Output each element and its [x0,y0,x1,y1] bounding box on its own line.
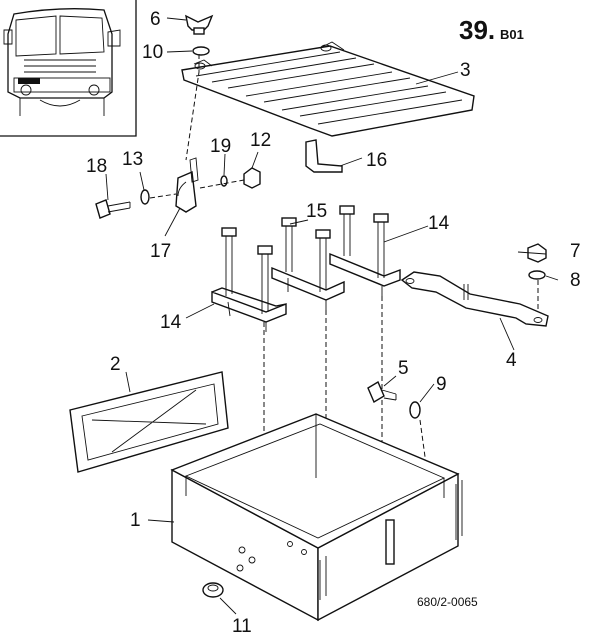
part-14-clamp-bar-front [211,227,287,332]
part-12-nut [243,167,261,189]
callout-6: 6 [150,9,161,30]
part-14-clamp-bar-rear [329,205,401,296]
callout-14-front: 14 [160,312,182,333]
battery-box-highlight [18,78,40,84]
drawing-reference: 680/2-0065 [417,595,478,609]
callout-14-rear: 14 [428,213,450,234]
callout-11: 11 [232,616,252,637]
part-8-spring-washer [528,270,546,280]
part-1-battery-box [170,413,463,622]
callout-5: 5 [398,358,409,379]
callout-7: 7 [570,241,581,262]
part-5-terminal-bolt [367,380,397,404]
part-2-frame-panel [69,371,229,473]
part-11-grommet [202,582,224,598]
part-4-tie-strap [400,271,549,327]
leader-lines [105,17,559,615]
part-17-bracket [175,157,199,213]
callout-1: 1 [130,510,141,531]
page-section: B01 [500,27,524,42]
callout-15: 15 [306,201,327,222]
callout-12: 12 [250,130,271,151]
callout-4: 4 [506,350,517,371]
part-19-washer [220,175,228,187]
part-10-washer [192,46,210,56]
callout-10: 10 [142,42,163,63]
part-3-ribbed-cover [181,41,475,137]
part-16-clip [305,139,343,173]
part-6-wing-nut [185,14,214,35]
callout-8: 8 [570,270,581,291]
callout-13: 13 [122,149,143,170]
callout-9: 9 [436,374,447,395]
callout-3: 3 [460,60,471,81]
callout-16: 16 [366,150,387,171]
page-number: 39. [459,15,495,45]
callout-19: 19 [210,136,231,157]
callout-2: 2 [110,354,121,375]
truck-locator-inset [0,0,137,137]
callout-18: 18 [86,156,107,177]
part-9-lock-washer [409,401,421,419]
part-14-clamp-bar-middle [271,217,345,310]
callout-17: 17 [150,241,171,262]
part-18-bolt [95,199,131,219]
part-13-washer [140,189,150,205]
